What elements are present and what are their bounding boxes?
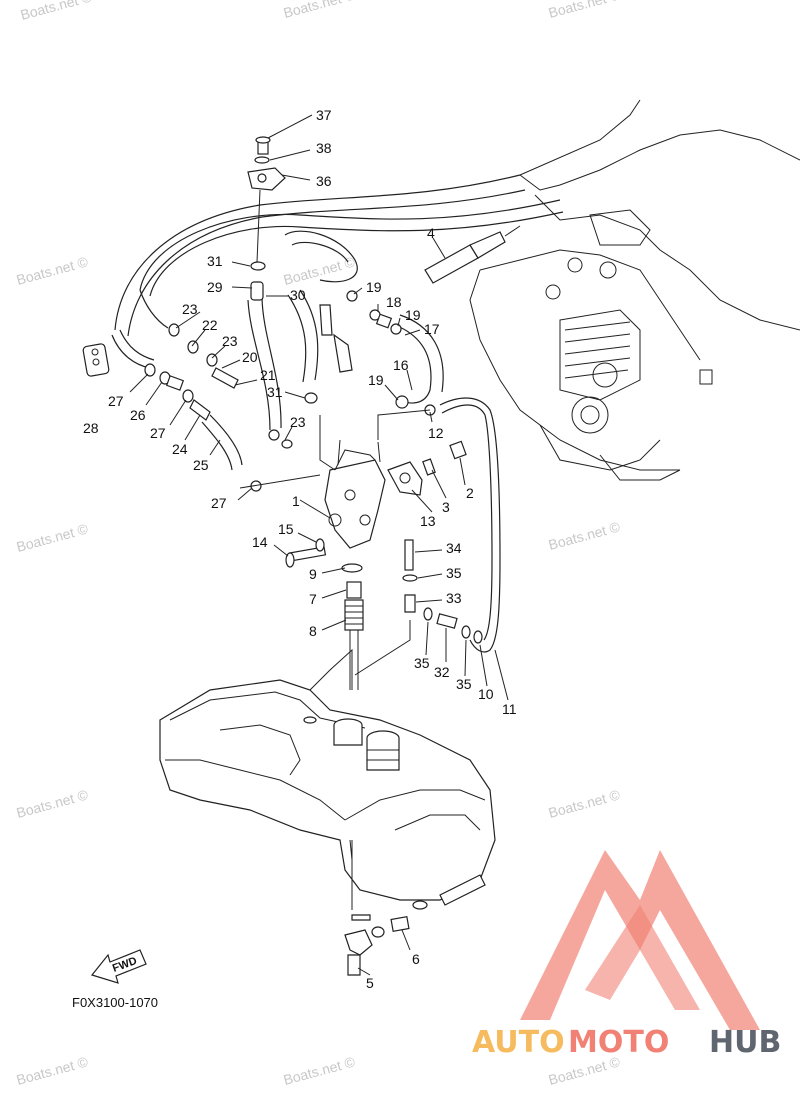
callout-38: 38 (316, 140, 332, 156)
gasket-parts (387, 404, 467, 496)
callout-12: 12 (428, 425, 444, 441)
callout-19: 19 (368, 372, 384, 388)
callout-24: 24 (172, 441, 188, 457)
callout-35: 35 (414, 655, 430, 671)
callout-32: 32 (434, 664, 450, 680)
drain-parts (344, 900, 428, 976)
watermark: Boats.net © (547, 0, 623, 21)
callout-23: 23 (290, 414, 306, 430)
callout-35: 35 (456, 676, 472, 692)
callout-8: 8 (309, 623, 317, 639)
watermark: Boats.net © (547, 786, 623, 821)
engine-block (469, 99, 800, 481)
hose-7-8 (344, 581, 364, 690)
brand-hub: HUB (709, 1025, 781, 1060)
callout-19: 19 (405, 307, 421, 323)
callout-29: 29 (207, 279, 223, 295)
callout-3: 3 (442, 499, 450, 515)
callout-26: 26 (130, 407, 146, 423)
callout-34: 34 (446, 540, 462, 556)
callout-10: 10 (478, 686, 494, 702)
callout-1: 1 (292, 493, 300, 509)
watermark: Boats.net © (547, 518, 623, 553)
fuel-hoses (114, 174, 564, 431)
leader-lines (129, 114, 509, 976)
callout-25: 25 (193, 457, 209, 473)
automotohub-logo: AUTO MOTO HUB (472, 850, 781, 1060)
callout-28: 28 (83, 420, 99, 436)
callout-5: 5 (366, 975, 374, 991)
watermark: Boats.net © (282, 0, 358, 21)
diagram-code: F0X3100-1070 (72, 995, 158, 1010)
callout-4: 4 (427, 225, 435, 241)
callouts: 37 38 36 4 31 29 30 19 18 19 17 23 22 23… (83, 107, 517, 991)
fuel-tank (159, 679, 496, 906)
hose-fittings-left (82, 261, 409, 492)
callout-7: 7 (309, 591, 317, 607)
callout-33: 33 (446, 590, 462, 606)
callout-6: 6 (412, 951, 420, 967)
watermark: Boats.net © (15, 786, 91, 821)
callout-15: 15 (278, 521, 294, 537)
callout-13: 13 (420, 513, 436, 529)
callout-14: 14 (252, 534, 268, 550)
callout-16: 16 (393, 357, 409, 373)
callout-23: 23 (222, 333, 238, 349)
watermark: Boats.net © (15, 253, 91, 288)
part-4 (424, 225, 521, 284)
fuel-pump (324, 439, 386, 549)
callout-27: 27 (211, 495, 227, 511)
watermark: Boats.net © (15, 520, 91, 555)
watermark: Boats.net © (19, 0, 95, 23)
hose-11 (439, 397, 501, 653)
callout-17: 17 (424, 321, 440, 337)
fwd-arrow-icon: FWD (90, 949, 147, 984)
callout-22: 22 (202, 317, 218, 333)
callout-2: 2 (466, 485, 474, 501)
callout-11: 11 (502, 701, 517, 717)
callout-19: 19 (366, 279, 382, 295)
callout-31: 31 (207, 253, 223, 269)
bolt-parts (285, 538, 363, 573)
callout-36: 36 (316, 173, 332, 189)
bracket-assembly (247, 136, 286, 263)
callout-23: 23 (182, 301, 198, 317)
callout-20: 20 (242, 349, 258, 365)
callout-27: 27 (150, 425, 166, 441)
callout-9: 9 (309, 566, 317, 582)
callout-37: 37 (316, 107, 332, 123)
callout-30: 30 (290, 287, 306, 303)
callout-21: 21 (260, 367, 276, 383)
callout-35: 35 (446, 565, 462, 581)
brand-auto: AUTO (472, 1025, 565, 1060)
callout-31: 31 (267, 384, 283, 400)
callout-27: 27 (108, 393, 124, 409)
brand-moto: MOTO (568, 1025, 669, 1060)
watermark: Boats.net © (282, 1053, 358, 1088)
watermark: Boats.net © (15, 1053, 91, 1088)
callout-18: 18 (386, 294, 402, 310)
return-parts (402, 539, 483, 644)
